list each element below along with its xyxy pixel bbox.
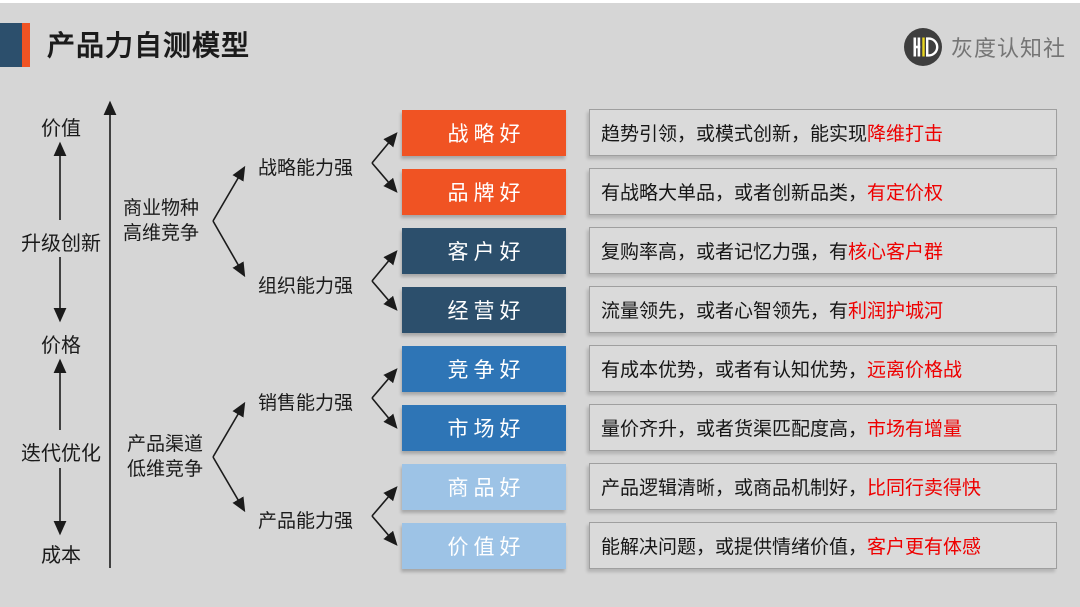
page-title: 产品力自测模型: [47, 30, 251, 61]
cap4-fork-down: [371, 515, 398, 546]
box-strategy-good: 战略好: [402, 110, 566, 156]
group-label-high-dimension: 商业物种 高维竞争: [123, 196, 199, 246]
capability-strategy: 战略能力强: [258, 158, 354, 179]
desc-highlight: 远离价格战: [867, 360, 963, 381]
desc-highlight: 利润护城河: [848, 301, 944, 322]
capability-sales: 销售能力强: [258, 393, 354, 414]
group1-fork-down: [212, 220, 246, 278]
title-accent-navy: [0, 23, 22, 67]
desc-highlight: 客户更有体感: [867, 537, 982, 558]
desc-row-market: 量价齐升，或者货渠匹配度高，市场有增量: [589, 404, 1057, 451]
hd-logo-icon: [904, 28, 942, 66]
desc-row-competition: 有成本优势，或者有认知优势，远离价格战: [589, 345, 1057, 392]
desc-text: 有战略大单品，或者创新品类，: [601, 183, 868, 204]
desc-highlight: 核心客户群: [848, 242, 944, 263]
title-accent-orange: [22, 23, 30, 67]
group1-line1: 商业物种: [123, 198, 200, 219]
box-market-good: 市场好: [402, 405, 566, 451]
axis-label-value: 价值: [41, 118, 81, 140]
brand-name: 灰度认知社: [951, 36, 1067, 61]
desc-text: 产品逻辑清晰，或商品机制好，: [601, 478, 868, 499]
group1-fork-up: [212, 165, 246, 222]
group1-line2: 高维竞争: [123, 223, 200, 244]
cap1-fork-down: [371, 162, 398, 193]
brand: 灰度认知社: [903, 27, 1066, 67]
title-accent-bar: [0, 23, 30, 67]
desc-highlight: 有定价权: [867, 183, 944, 204]
capability-org: 组织能力强: [258, 276, 354, 297]
cap2-fork-up: [371, 250, 398, 282]
cap1-fork-up: [371, 132, 398, 164]
group2-line1: 产品渠道: [127, 434, 204, 455]
desc-text: 量价齐升，或者货渠匹配度高，: [601, 419, 868, 440]
desc-highlight: 市场有增量: [867, 419, 963, 440]
desc-text: 流量领先，或者心智领先，有: [601, 301, 849, 322]
desc-row-value: 能解决问题，或提供情绪价值，客户更有体感: [589, 522, 1057, 569]
cap4-fork-up: [371, 486, 398, 517]
desc-row-operation: 流量领先，或者心智领先，有利润护城河: [589, 286, 1057, 333]
group2-fork-down: [212, 456, 246, 513]
box-operation-good: 经营好: [402, 287, 566, 333]
capability-product: 产品能力强: [258, 511, 354, 532]
group-label-low-dimension: 产品渠道 低维竞争: [127, 432, 203, 482]
box-brand-good: 品牌好: [402, 169, 566, 215]
axis-label-iterate: 迭代优化: [21, 443, 101, 465]
group2-line2: 低维竞争: [127, 459, 204, 480]
box-customer-good: 客户好: [402, 228, 566, 274]
cap3-fork-up: [371, 368, 398, 399]
desc-row-goods: 产品逻辑清晰，或商品机制好，比同行卖得快: [589, 463, 1057, 510]
desc-text: 复购率高，或者记忆力强，有: [601, 242, 849, 263]
cap2-fork-down: [371, 280, 398, 311]
desc-highlight: 比同行卖得快: [867, 478, 982, 499]
desc-row-customer: 复购率高，或者记忆力强，有核心客户群: [589, 227, 1057, 274]
axis-label-upgrade: 升级创新: [21, 233, 101, 255]
box-value-good: 价值好: [402, 523, 566, 569]
box-competition-good: 竞争好: [402, 346, 566, 392]
desc-row-strategy: 趋势引领，或模式创新，能实现降维打击: [589, 109, 1057, 156]
top-edge-strip: [0, 0, 1080, 3]
desc-text: 趋势引领，或模式创新，能实现: [601, 124, 868, 145]
group2-fork-up: [212, 401, 246, 458]
desc-row-brand: 有战略大单品，或者创新品类，有定价权: [589, 168, 1057, 215]
axis-label-price: 价格: [41, 335, 81, 357]
axis-label-cost: 成本: [41, 545, 81, 567]
desc-text: 有成本优势，或者有认知优势，: [601, 360, 868, 381]
desc-highlight: 降维打击: [867, 124, 944, 145]
box-goods-good: 商品好: [402, 464, 566, 510]
cap3-fork-down: [371, 397, 398, 429]
desc-text: 能解决问题，或提供情绪价值，: [601, 537, 868, 558]
